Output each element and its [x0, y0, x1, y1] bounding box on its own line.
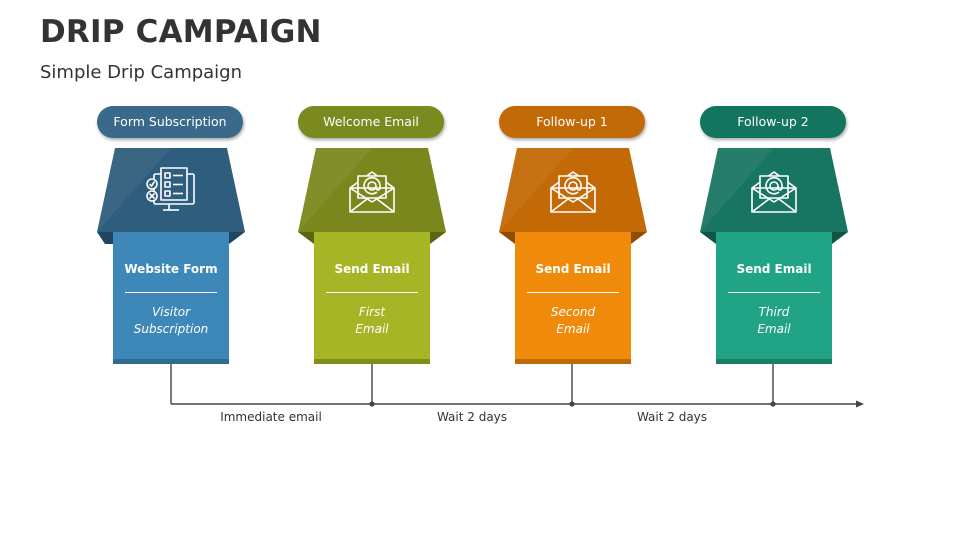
step-follow-up-1: Follow-up 1 Send Email Second Email [499, 106, 649, 366]
card-description: Visitor Subscription [133, 305, 209, 336]
step-pill: Form Subscription [97, 106, 243, 138]
card-title: Website Form [124, 262, 218, 276]
step-follow-up-2: Follow-up 2 Send Email Third Email [700, 106, 850, 366]
email-envelope-icon [751, 171, 797, 213]
page-subtitle: Simple Drip Campaign [40, 62, 243, 83]
timeline-label-2: Wait 2 days [436, 410, 508, 424]
step-card: Send Email Second Email [515, 232, 631, 364]
card-description: First Email [355, 305, 389, 336]
card-divider [527, 292, 619, 293]
card-description: Third Email [757, 305, 791, 336]
email-envelope-icon [349, 171, 395, 213]
card-description: Second Email [550, 305, 596, 336]
timeline-dot-4 [770, 401, 776, 407]
step-card: Send Email First Email [314, 232, 430, 364]
timeline-dot-3 [569, 401, 575, 407]
page-title: DRIP CAMPAIGN [40, 14, 322, 50]
step-pill: Follow-up 1 [499, 106, 645, 138]
card-divider [728, 292, 820, 293]
step-card: Website Form Visitor Subscription [113, 232, 229, 364]
email-envelope-icon [550, 171, 596, 213]
card-title: Send Email [334, 262, 410, 276]
step-pill: Follow-up 2 [700, 106, 846, 138]
card-title: Send Email [736, 262, 812, 276]
card-title: Send Email [535, 262, 611, 276]
card-shadow-edge [716, 359, 832, 364]
timeline-label-3: Wait 2 days [636, 410, 708, 424]
card-shadow-edge [314, 359, 430, 364]
card-divider [326, 292, 418, 293]
step-welcome-email: Welcome Email Send Email First Email [298, 106, 448, 366]
timeline-dot-2 [369, 401, 375, 407]
timeline-arrowhead [856, 400, 864, 408]
card-shadow-edge [113, 359, 229, 364]
step-pill: Welcome Email [298, 106, 444, 138]
form-monitor-icon [146, 167, 195, 211]
step-card: Send Email Third Email [716, 232, 832, 364]
step-form-subscription: Form Subscription Website Form Visitor S… [97, 106, 247, 366]
card-divider [125, 292, 217, 293]
card-shadow-edge [515, 359, 631, 364]
timeline-label-1: Immediate email [220, 410, 322, 424]
